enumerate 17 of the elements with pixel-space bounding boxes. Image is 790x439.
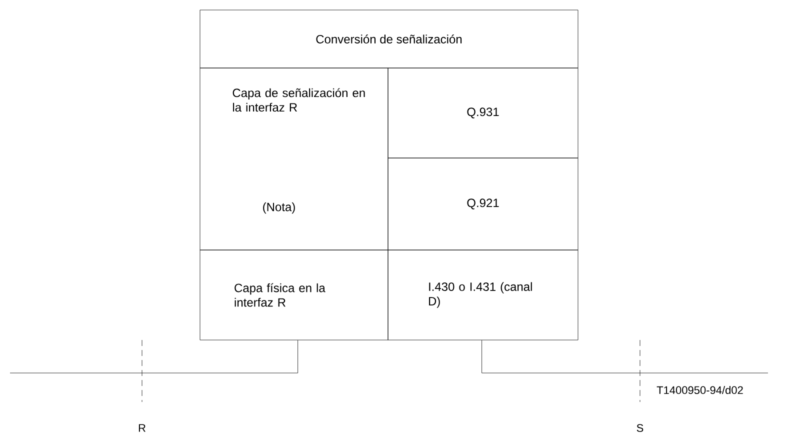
cell-text: Conversión de señalización (316, 34, 462, 44)
cell-text: (Nota) (263, 202, 295, 214)
line (10, 340, 298, 374)
label: S (636, 424, 644, 432)
cell-text: Q.931 (467, 108, 499, 118)
line (482, 340, 768, 374)
label: T1400950-94/d02 (656, 386, 743, 394)
label: R (138, 424, 146, 432)
cell (200, 250, 388, 340)
cell-text: I.430 o I.431 (canal D) (429, 282, 532, 308)
cell (388, 158, 578, 250)
cell-text: Capa de señalización en la interfaz R (232, 88, 365, 112)
cell (200, 10, 578, 68)
cell (388, 68, 578, 158)
cell-text: Capa física en la interfaz R (234, 283, 326, 307)
cell (388, 250, 578, 340)
cell-text: Q.921 (467, 198, 499, 210)
